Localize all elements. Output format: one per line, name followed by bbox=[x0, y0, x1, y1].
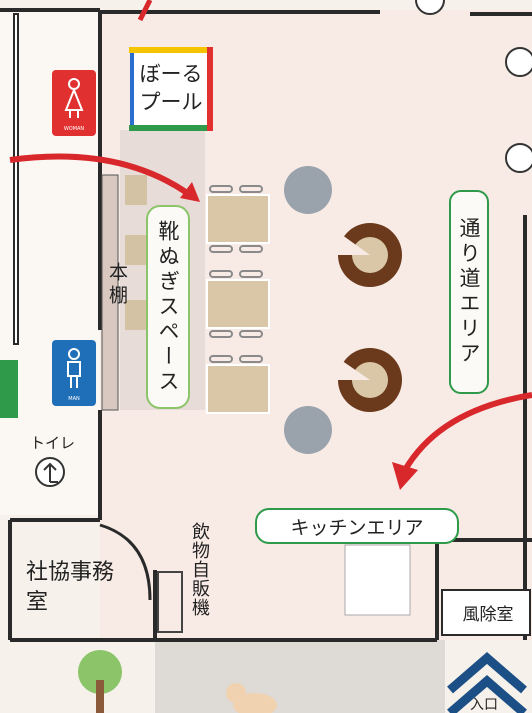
entrance-arrow-icon bbox=[447, 652, 527, 713]
round-table bbox=[338, 223, 402, 287]
tables bbox=[206, 194, 270, 414]
office-door bbox=[99, 523, 152, 601]
bookshelf-shape bbox=[101, 174, 119, 411]
office-label: 社協事務室 bbox=[26, 560, 115, 615]
cat-icon bbox=[226, 683, 277, 713]
partition bbox=[13, 13, 19, 345]
men-sign-label: MAN bbox=[68, 396, 80, 402]
windbreak-room bbox=[441, 589, 531, 636]
toilet-label: トイレ bbox=[30, 434, 76, 452]
men-toilet-icon: MAN bbox=[52, 340, 96, 406]
kitchen-label: キッチンエリア bbox=[255, 508, 459, 544]
shoe-cubbies bbox=[125, 175, 147, 330]
vending-label: 飲物自販機 bbox=[189, 522, 210, 617]
chairs bbox=[209, 185, 263, 363]
walls bbox=[0, 8, 532, 642]
tree-icon bbox=[78, 650, 122, 713]
arrow-to-shoe-space bbox=[9, 153, 192, 198]
phone-tab bbox=[0, 360, 18, 418]
ball-pool-label: ぼーるプール bbox=[139, 62, 203, 114]
arrow-to-kitchen bbox=[402, 392, 532, 472]
round-table bbox=[338, 348, 402, 412]
passage-label: 通り道エリア bbox=[449, 190, 489, 394]
entrance-label: 入口 bbox=[470, 697, 498, 713]
outdoor-paving bbox=[155, 640, 445, 713]
shoe-space-label: 靴ぬぎスペース bbox=[146, 205, 190, 409]
women-sign-label: WOMAN bbox=[63, 126, 85, 132]
vending-machine bbox=[157, 571, 183, 633]
bookshelf-label: 本棚 bbox=[106, 262, 128, 308]
women-toilet-icon: WOMAN bbox=[52, 70, 96, 136]
stool bbox=[284, 406, 332, 454]
kitchen-counter bbox=[344, 544, 411, 616]
windbreak-label: 風除室 bbox=[462, 605, 514, 625]
stool bbox=[284, 166, 332, 214]
